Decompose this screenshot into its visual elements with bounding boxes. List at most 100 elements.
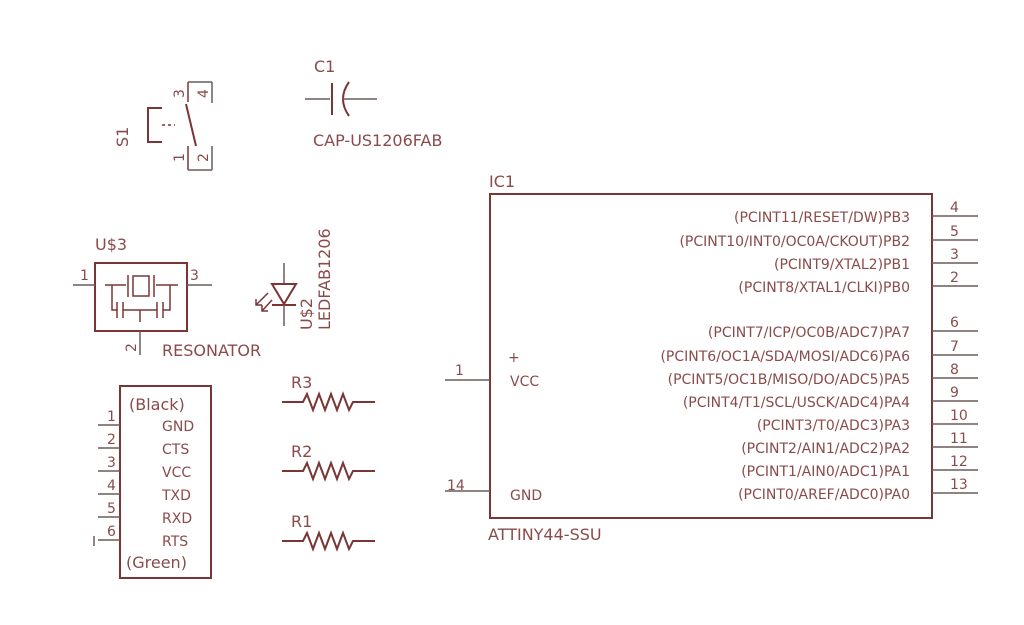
u3-body [94, 262, 188, 332]
resistor-r2[interactable]: R2 [282, 442, 375, 482]
ftdi-pin-name: RTS [162, 534, 188, 550]
r3-name: R3 [291, 373, 312, 392]
capacitor-c1[interactable]: C1 CAP-US1206FAB [305, 57, 442, 150]
ic1-right-pin[interactable]: 3 (PCINT9/XTAL2)PB1 [774, 247, 978, 273]
ic1-left-pin[interactable]: 14 GND [445, 478, 542, 504]
s1-lever [185, 103, 197, 147]
ftdi-pin-name: GND [162, 419, 194, 435]
ic1-right-pin[interactable]: 6 (PCINT7/ICP/OC0B/ADC7)PA7 [708, 315, 978, 341]
c1-name: C1 [314, 57, 335, 76]
ic1-body [489, 193, 933, 519]
u3-cap-wire-r [163, 285, 171, 311]
ic1-pin-num: 11 [950, 431, 968, 447]
u2-name: U$2 [297, 298, 316, 330]
ftdi-pin-row[interactable]: 2 CTS [98, 432, 189, 458]
ftdi-bottom-label: (Green) [126, 553, 187, 572]
u2-arrow-1 [255, 292, 269, 306]
ic1-pin-name: (PCINT6/OC1A/SDA/MOSI/ADC6)PA6 [660, 349, 910, 365]
ic1-right-pin[interactable]: 4 (PCINT11/RESET/DW)PB3 [734, 200, 978, 226]
ftdi-pin-row[interactable]: 5 RXD [98, 501, 192, 527]
ic1-pin-name: (PCINT11/RESET/DW)PB3 [734, 210, 910, 226]
u3-crystal-body [132, 275, 150, 297]
ic1-pin-num: 10 [950, 408, 968, 424]
ic1-right-pin[interactable]: 2 (PCINT8/XTAL1/CLKI)PB0 [738, 270, 978, 296]
u3-pin-3: 3 [190, 268, 199, 284]
ftdi-body [119, 385, 212, 579]
ftdi-pin-num: 5 [107, 501, 116, 517]
ftdi-pin-row[interactable]: 3 VCC [98, 455, 191, 481]
ftdi-pin-row[interactable]: 4 TXD [98, 478, 191, 504]
led-u2[interactable]: LEDFAB1206 U$2 [255, 228, 334, 330]
r1-name: R1 [291, 512, 312, 531]
ftdi-pin-name: CTS [162, 442, 189, 458]
ftdi-pin-num: 2 [107, 432, 116, 448]
ic1-pin-mark: + [508, 350, 520, 366]
ic1-pin-num: 14 [447, 478, 465, 494]
ic1-right-pin[interactable]: 7 (PCINT6/OC1A/SDA/MOSI/ADC6)PA6 [660, 339, 978, 365]
ftdi-pin-num: 4 [107, 478, 116, 494]
ftdi-header[interactable]: (Black) (Green) 1 GND 2 CTS 3 VCC 4 TXD … [93, 385, 212, 579]
ic1-pin-name: (PCINT4/T1/SCL/USCK/ADC4)PA4 [683, 395, 910, 411]
ic1-pin-name: (PCINT1/AIN0/ADC1)PA1 [741, 464, 910, 480]
s1-actuator [147, 107, 162, 143]
ftdi-pin-name: RXD [162, 511, 192, 527]
ic1-right-pin[interactable]: 12 (PCINT1/AIN0/ADC1)PA1 [741, 454, 978, 480]
ic1-pin-name: (PCINT7/ICP/OC0B/ADC7)PA7 [708, 325, 910, 341]
s1-pin-1: 1 [172, 153, 188, 162]
s1-name: S1 [113, 127, 132, 147]
ic1-pin-num: 2 [950, 270, 959, 286]
ic1-pin-name: (PCINT5/OC1B/MISO/DO/ADC5)PA5 [668, 372, 910, 388]
s1-pin-4: 4 [196, 89, 212, 98]
ic1-pin-name: (PCINT3/T0/ADC3)PA3 [757, 418, 910, 434]
ic1-pin-num: 12 [950, 454, 968, 470]
u3-cap-mid [123, 309, 157, 322]
ic1-pin-num: 9 [950, 385, 959, 401]
ic1-right-pin[interactable]: 5 (PCINT10/INT0/OC0A/CKOUT)PB2 [679, 224, 978, 250]
ic1-left-pin[interactable]: 1 + VCC [445, 350, 539, 390]
ic1-right-pin[interactable]: 8 (PCINT5/OC1B/MISO/DO/ADC5)PA5 [668, 362, 978, 388]
ic1-pin-name: (PCINT10/INT0/OC0A/CKOUT)PB2 [679, 234, 910, 250]
u3-cap-wire [111, 285, 117, 311]
ic1-pin-name: (PCINT8/XTAL1/CLKI)PB0 [738, 280, 910, 296]
u3-pin-1: 1 [80, 268, 89, 284]
ftdi-pin-row[interactable]: 6 RTS [98, 524, 188, 550]
ic1-pin-num: 5 [950, 224, 959, 240]
ic1-right-pin[interactable]: 9 (PCINT4/T1/SCL/USCK/ADC4)PA4 [683, 385, 978, 411]
ic1-pin-num: 6 [950, 315, 959, 331]
resistor-r1[interactable]: R1 [282, 512, 375, 552]
ic1-pin-name: VCC [510, 374, 539, 390]
ftdi-pin-row[interactable]: 1 GND [98, 409, 194, 435]
ic1-pin-num: 3 [950, 247, 959, 263]
ic1-right-pin[interactable]: 11 (PCINT2/AIN1/ADC2)PA2 [741, 431, 978, 457]
ic1-right-pin[interactable]: 13 (PCINT0/AREF/ADC0)PA0 [738, 477, 978, 503]
ftdi-top-label: (Black) [129, 395, 185, 414]
switch-s1[interactable]: S1 3 4 1 2 [113, 81, 213, 171]
u2-arrowhead-2 [261, 305, 268, 312]
ic1-pin-num: 13 [950, 477, 968, 493]
resonator-u3[interactable]: U$3 1 3 2 RESONATOR [73, 235, 261, 360]
ic1-value: ATTINY44-SSU [488, 525, 602, 544]
ftdi-pin-name: TXD [161, 488, 191, 504]
ic1-pin-num: 8 [950, 362, 959, 378]
ic1-pin-num: 4 [950, 200, 959, 216]
ic1-pin-num: 7 [950, 339, 959, 355]
u2-arrow-2 [261, 299, 273, 312]
resistor-r3[interactable]: R3 [282, 373, 375, 413]
u3-pin-2: 2 [124, 343, 140, 352]
ic1-attiny44[interactable]: IC1 ATTINY44-SSU 1 + VCC 14 GND 4 (PCINT… [445, 172, 978, 544]
ftdi-pin-num: 3 [107, 455, 116, 471]
r2-name: R2 [291, 442, 312, 461]
c1-value: CAP-US1206FAB [313, 131, 442, 150]
ftdi-pin-num: 6 [107, 524, 116, 540]
s1-pin-2: 2 [196, 153, 212, 162]
r3-body [282, 391, 375, 413]
ic1-right-pin[interactable]: 10 (PCINT3/T0/ADC3)PA3 [757, 408, 978, 434]
ftdi-pin-name: VCC [162, 465, 191, 481]
r1-body [282, 530, 375, 552]
u2-diode-triangle [270, 283, 298, 306]
u2-arrowhead-1 [255, 299, 262, 306]
u2-value: LEDFAB1206 [315, 228, 334, 330]
ftdi-pin-num: 1 [107, 409, 116, 425]
u3-value: RESONATOR [162, 341, 261, 360]
